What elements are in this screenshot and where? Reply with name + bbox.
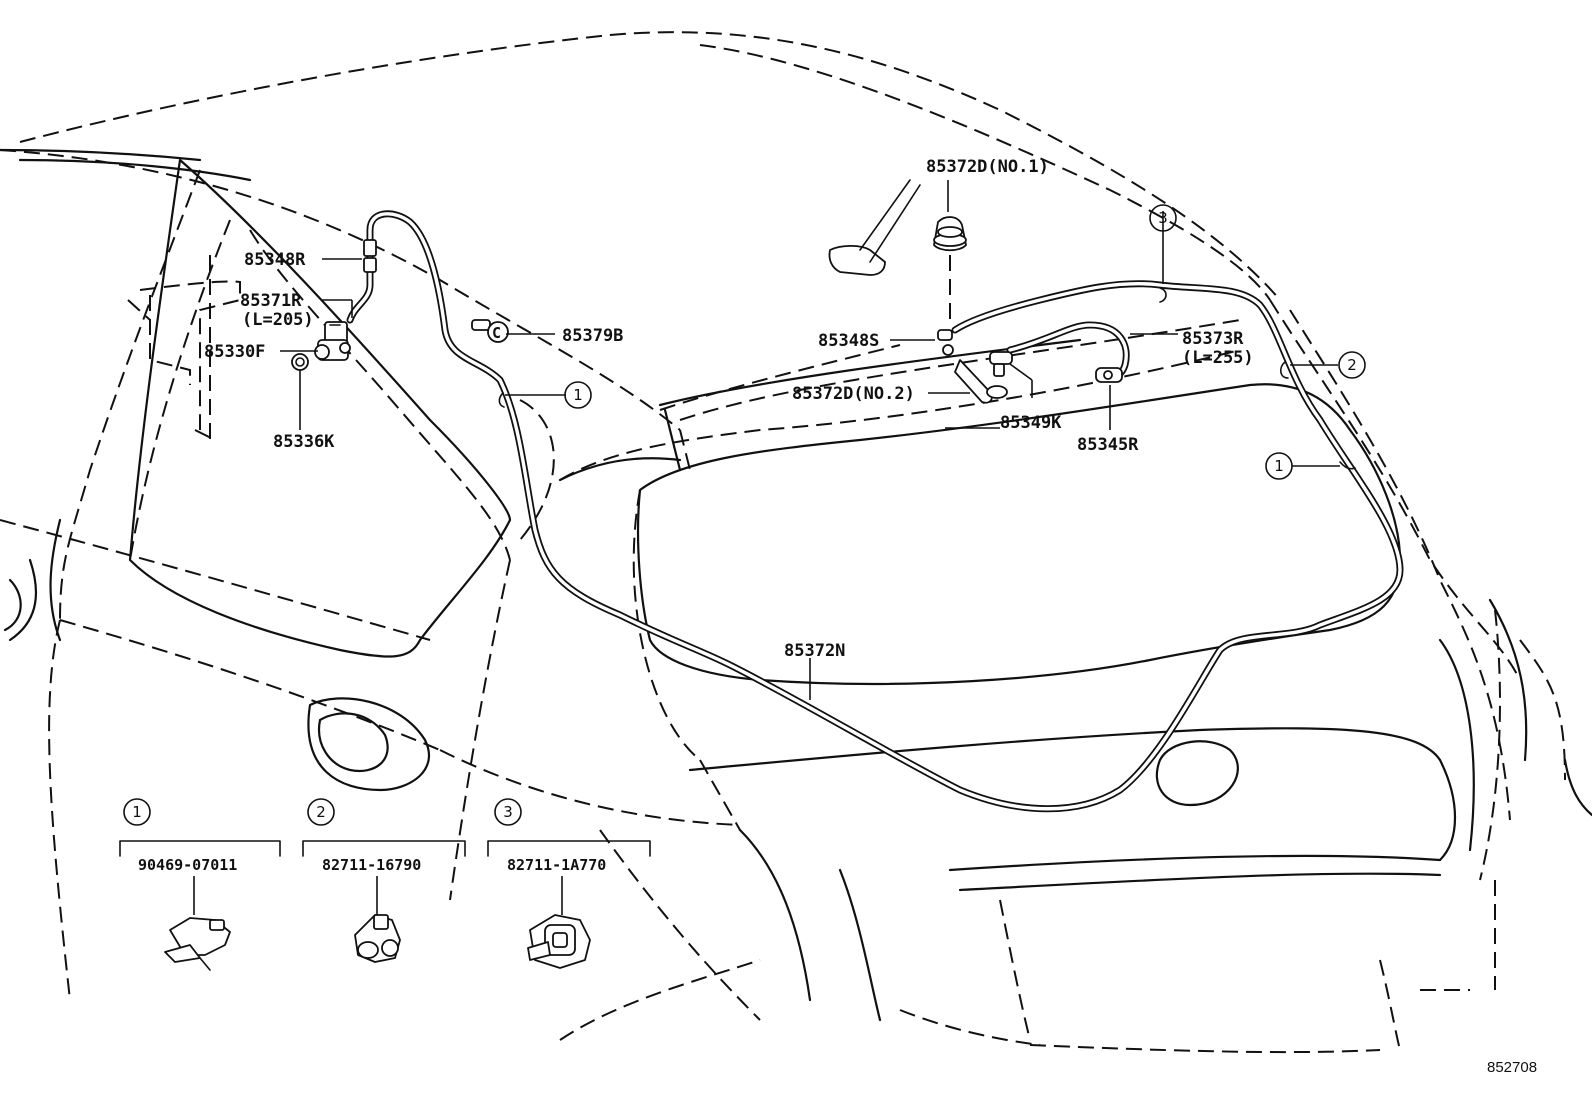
svg-text:2: 2 bbox=[1347, 356, 1357, 374]
label-85372d-no1: 85372D(NO.1) bbox=[926, 157, 1049, 177]
label-85330f: 85330F bbox=[204, 342, 265, 362]
clamp-legend: 1 90469-07011 2 82711-16790 bbox=[119, 798, 651, 971]
label-85348s: 85348S bbox=[818, 331, 879, 351]
label-85372d-no2: 85372D(NO.2) bbox=[792, 384, 915, 404]
legend-2-number: 2 bbox=[316, 803, 326, 821]
clip-90469-icon bbox=[164, 917, 231, 971]
callout-3-top: 3 bbox=[1149, 204, 1177, 232]
label-85345r: 85345R bbox=[1077, 435, 1139, 455]
legend-item-2: 2 82711-16790 bbox=[302, 798, 466, 963]
washer-tank bbox=[127, 255, 241, 441]
washer-pump-85330f bbox=[314, 321, 351, 361]
label-85371r-length: (L=205) bbox=[242, 310, 314, 330]
legend-item-1: 1 90469-07011 bbox=[119, 798, 281, 971]
legend-3-part: 82711-1A770 bbox=[507, 856, 606, 874]
clip-85379b: C bbox=[471, 319, 509, 343]
svg-text:1: 1 bbox=[573, 386, 583, 404]
clamp-icons bbox=[498, 287, 1356, 470]
legend-3-number: 3 bbox=[503, 803, 513, 821]
label-85336k: 85336K bbox=[273, 432, 335, 452]
part-labels: 85372D(NO.1) 85348R 85371R (L=205) 85330… bbox=[204, 157, 1254, 661]
label-85372n: 85372N bbox=[784, 641, 845, 661]
svg-text:C: C bbox=[492, 324, 501, 342]
svg-text:3: 3 bbox=[1158, 209, 1168, 227]
grommet-85336k bbox=[291, 353, 309, 371]
check-valve-85349k bbox=[989, 351, 1013, 377]
label-85373r: 85373R bbox=[1182, 329, 1244, 349]
grommet-85372d-no1 bbox=[933, 216, 967, 322]
grommet-85372d-no2 bbox=[954, 359, 1008, 404]
callout-1-right: 1 bbox=[1265, 452, 1293, 480]
figure-reference-number: 852708 bbox=[1487, 1059, 1537, 1076]
label-85379b: 85379B bbox=[562, 326, 623, 346]
legend-1-number: 1 bbox=[132, 803, 142, 821]
joint-85348s bbox=[937, 329, 954, 356]
vehicle-body-outline bbox=[0, 31, 1592, 1054]
clip-82711-1a770-icon bbox=[527, 914, 591, 969]
leader-lines bbox=[280, 180, 1340, 700]
label-85348r: 85348R bbox=[244, 250, 306, 270]
svg-text:1: 1 bbox=[1274, 457, 1284, 475]
label-85371r: 85371R bbox=[240, 291, 302, 311]
hose-callouts: 1 3 2 1 bbox=[564, 204, 1366, 480]
label-85373r-length: (L=255) bbox=[1182, 348, 1254, 368]
vehicle-body-solid bbox=[0, 148, 1528, 1022]
nozzle-85345r bbox=[1095, 367, 1123, 383]
legend-1-part: 90469-07011 bbox=[138, 856, 237, 874]
joint-85348r bbox=[363, 239, 377, 273]
clip-82711-16790-icon bbox=[354, 914, 401, 963]
label-85349k: 85349K bbox=[1000, 413, 1062, 433]
legend-item-3: 3 82711-1A770 bbox=[487, 798, 651, 969]
callout-2-right: 2 bbox=[1338, 351, 1366, 379]
legend-2-part: 82711-16790 bbox=[322, 856, 421, 874]
washer-hose-85372n bbox=[346, 210, 1404, 813]
bracket-top bbox=[828, 179, 921, 276]
callout-1-left: 1 bbox=[564, 381, 592, 409]
